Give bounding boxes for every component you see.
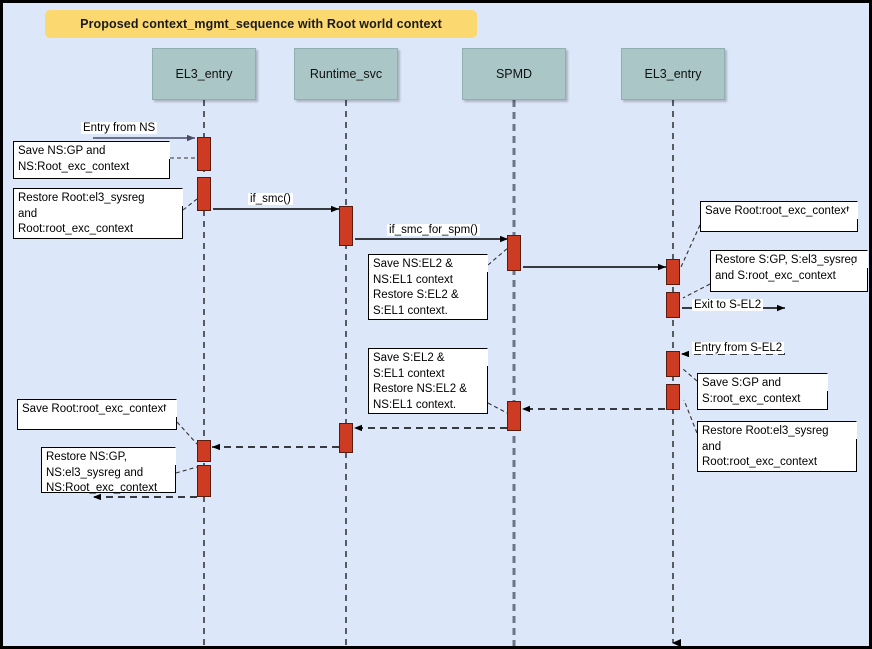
- note-text: Restore Root:el3_sysreg and Root:root_ex…: [18, 192, 145, 235]
- note-restore-root-right: Restore Root:el3_sysreg and Root:root_ex…: [697, 421, 857, 472]
- note-text: Save NS:EL2 & NS:EL1 context Restore S:E…: [373, 258, 459, 317]
- note-fold-edge-icon: [470, 254, 488, 272]
- activation-bar[interactable]: [197, 465, 211, 497]
- activation-bar[interactable]: [507, 401, 521, 431]
- activation-bar[interactable]: [507, 235, 521, 271]
- note-text: Restore S:GP, S:el3_sysreg and S:root_ex…: [715, 254, 858, 282]
- note-restore-s-gp: Restore S:GP, S:el3_sysreg and S:root_ex…: [710, 250, 868, 292]
- note-connectors-group: [170, 157, 711, 474]
- note-save-s-gp-connector: [682, 368, 698, 382]
- msg-entry-s-el2-label: Entry from S-EL2: [692, 342, 785, 354]
- activation-bar[interactable]: [197, 137, 211, 171]
- note-text: Restore Root:el3_sysreg and Root:root_ex…: [702, 425, 829, 468]
- participant-runtime_svc[interactable]: Runtime_svc: [294, 48, 398, 100]
- note-save-s-el2-connector: [487, 402, 510, 415]
- note-save-ns-el2-connector: [487, 246, 510, 266]
- msg-if-smc-for-spm-label: if_smc_for_spm(): [387, 224, 480, 236]
- msg-entry-ns-label: Entry from NS: [81, 122, 158, 134]
- note-restore-root-el3: Restore Root:el3_sysreg and Root:root_ex…: [13, 188, 183, 239]
- participant-label: EL3_entry: [175, 67, 233, 81]
- activation-bar[interactable]: [666, 351, 680, 377]
- activation-bar[interactable]: [339, 206, 353, 246]
- activation-bar[interactable]: [666, 292, 680, 318]
- note-fold-edge-icon: [850, 250, 868, 268]
- note-save-root-exc-left: Save Root:root_exc_context: [17, 399, 177, 430]
- note-restore-s-gp-connector: [682, 283, 711, 299]
- note-fold-edge-icon: [470, 348, 488, 366]
- participant-label: SPMD: [495, 67, 533, 81]
- participant-label: EL3_entry: [644, 67, 702, 81]
- activation-bar[interactable]: [197, 177, 211, 211]
- page-title: Proposed context_mgmt_sequence with Root…: [80, 17, 442, 31]
- note-save-root-exc-left-connector: [176, 421, 198, 445]
- note-restore-ns-gp-connector: [175, 466, 198, 474]
- note-save-ns-gp: Save NS:GP and NS:Root_exc_context: [13, 141, 170, 179]
- note-fold-edge-icon: [810, 373, 828, 391]
- note-save-ns-el2: Save NS:EL2 & NS:EL1 context Restore S:E…: [368, 254, 488, 320]
- note-text: Save Root:root_exc_context: [705, 205, 850, 217]
- note-text: Save S:EL2 & S:EL1 context Restore NS:EL…: [373, 352, 467, 411]
- note-fold-edge-icon: [158, 447, 176, 465]
- activation-bar[interactable]: [197, 440, 211, 462]
- note-text: Restore NS:GP, NS:el3_sysreg and NS:Root…: [46, 451, 158, 494]
- msg-exit-s-el2-label: Exit to S-EL2: [692, 299, 764, 311]
- diagram-vector-layer: [93, 100, 785, 646]
- note-restore-ns-gp: Restore NS:GP, NS:el3_sysreg and NS:Root…: [41, 447, 176, 494]
- note-save-s-el2: Save S:EL2 & S:EL1 context Restore NS:EL…: [368, 348, 488, 414]
- note-save-root-exc-right: Save Root:root_exc_context: [700, 201, 858, 232]
- note-fold-edge-icon: [839, 421, 857, 439]
- note-text: Save S:GP and S:root_exc_context: [702, 377, 801, 405]
- activation-bar[interactable]: [666, 259, 680, 285]
- activation-bar[interactable]: [339, 423, 353, 453]
- note-save-s-gp: Save S:GP and S:root_exc_context: [697, 373, 828, 410]
- activation-bar[interactable]: [666, 384, 680, 410]
- note-text: Save NS:GP and NS:Root_exc_context: [18, 145, 130, 173]
- participant-el3_entry_right[interactable]: EL3_entry: [621, 48, 725, 100]
- note-fold-edge-icon: [840, 201, 858, 219]
- note-fold-edge-icon: [152, 141, 170, 159]
- msg-if-smc-label: if_smc(): [248, 193, 293, 205]
- note-text: Save Root:root_exc_context: [22, 403, 167, 415]
- note-restore-root-el3-connector: [182, 198, 198, 211]
- participant-el3_entry_left[interactable]: EL3_entry: [152, 48, 256, 100]
- note-fold-edge-icon: [159, 399, 177, 417]
- participant-label: Runtime_svc: [309, 67, 383, 81]
- diagram-title-banner: Proposed context_mgmt_sequence with Root…: [45, 10, 477, 38]
- note-restore-root-right-connector: [683, 399, 698, 434]
- note-save-root-exc-right-connector: [680, 224, 701, 268]
- note-fold-edge-icon: [165, 188, 183, 206]
- participant-spmd[interactable]: SPMD: [462, 48, 566, 100]
